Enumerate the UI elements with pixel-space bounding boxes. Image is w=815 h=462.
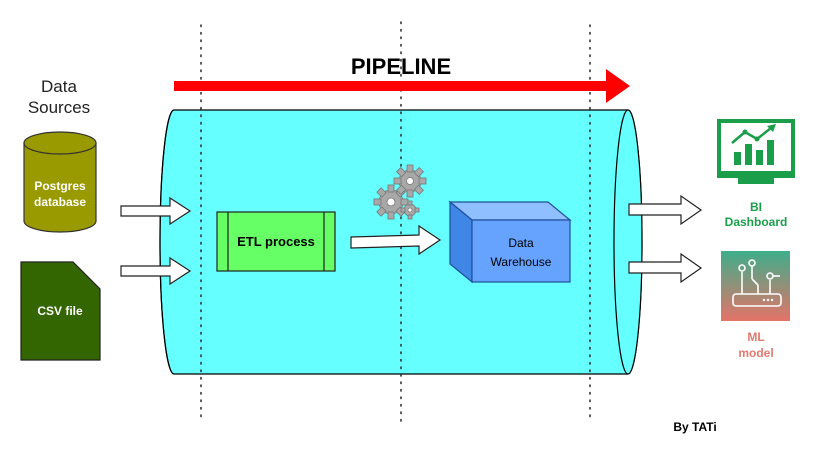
author-credit: By TATi	[673, 420, 716, 434]
ml-label-line1: ML	[747, 330, 764, 344]
data-sources-heading-line2: Sources	[28, 98, 90, 117]
etl-to-warehouse-arrow	[350, 224, 442, 256]
pipeline-arrow	[174, 69, 630, 103]
postgres-database-icon	[23, 131, 97, 233]
data-sources-heading-line1: Data	[41, 77, 77, 96]
etl-process-label: ETL process	[237, 234, 315, 249]
ml-label-line2: model	[738, 346, 773, 360]
postgres-label-line1: Postgres	[34, 179, 86, 193]
bi-label-line1: BI	[750, 200, 762, 214]
ml-model-icon	[721, 251, 790, 321]
etl-process-box	[216, 211, 336, 272]
postgres-label-line2: database	[34, 195, 86, 209]
ml-output-arrow	[628, 252, 703, 284]
pipeline-title: PIPELINE	[351, 54, 451, 79]
dotted-separators	[200, 21, 591, 423]
warehouse-label-line1: Data	[508, 236, 534, 250]
bi-dashboard-icon	[717, 119, 795, 184]
csv-file-label: CSV file	[37, 304, 83, 318]
csv-input-arrow	[120, 256, 192, 286]
bi-output-arrow	[628, 194, 703, 226]
bi-label-line2: Dashboard	[725, 215, 788, 229]
gears-icon	[373, 164, 427, 220]
csv-file-icon	[20, 261, 101, 361]
postgres-input-arrow	[120, 196, 192, 226]
data-warehouse-cube	[448, 200, 572, 284]
warehouse-label-line2: Warehouse	[491, 255, 552, 269]
